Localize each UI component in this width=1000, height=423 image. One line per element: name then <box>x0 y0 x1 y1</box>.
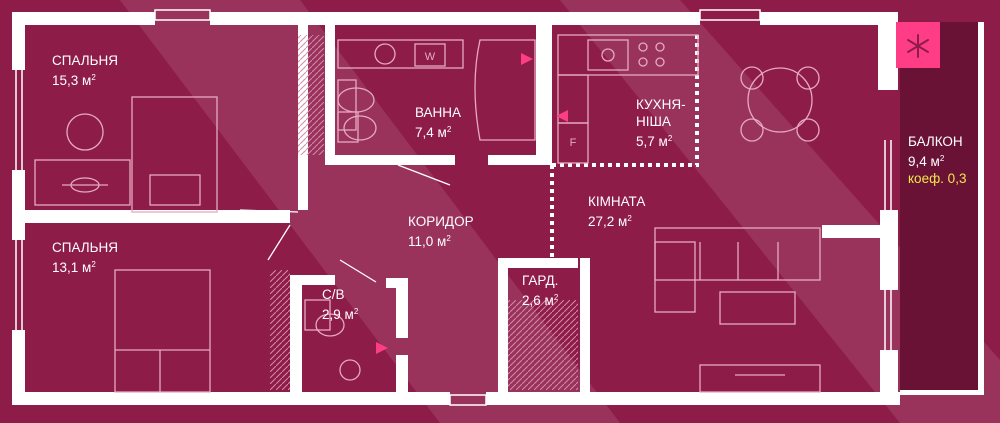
balcony-coefficient: коеф. 0,3 <box>908 171 967 186</box>
room-area: 9,4 м2 <box>908 154 945 169</box>
room-area: 27,2 м2 <box>588 214 632 229</box>
room-name: СПАЛЬНЯ <box>52 240 118 255</box>
room-area: 15,3 м2 <box>52 73 96 88</box>
room-label-balcony: БАЛКОН 9,4 м2 коеф. 0,3 <box>908 133 966 187</box>
room-name: БАЛКОН <box>908 134 963 149</box>
pink-markers <box>376 53 568 354</box>
room-label-bath: ВАННА 7,4 м2 <box>415 104 461 141</box>
room-area: 2,6 м2 <box>522 293 559 308</box>
room-label-bedroom-2: СПАЛЬНЯ 13,1 м2 <box>52 239 118 276</box>
room-label-wc: С/В 2,9 м2 <box>322 286 358 323</box>
room-label-corridor: КОРИДОР 11,0 м2 <box>408 213 474 250</box>
background-shading <box>120 0 1000 423</box>
room-label-kitchen: КУХНЯ- НІША 5,7 м2 <box>636 96 686 150</box>
room-name: КОРИДОР <box>408 214 474 229</box>
room-name: ГАРД. <box>522 273 559 288</box>
room-name: КІМНАТА <box>588 194 646 209</box>
room-area: 7,4 м2 <box>415 125 452 140</box>
dashed-partitions <box>501 35 699 392</box>
door-swings <box>239 164 451 283</box>
fridge-label: F <box>570 137 577 149</box>
marker-kitchen <box>556 110 568 122</box>
asterisk-icon <box>896 22 940 68</box>
room-name: ВАННА <box>415 105 462 120</box>
room-label-bedroom-1: СПАЛЬНЯ 15,3 м2 <box>52 52 118 89</box>
room-label-wardrobe: ГАРД. 2,6 м2 <box>522 272 558 309</box>
marker-wc <box>376 342 388 354</box>
room-area: 5,7 м2 <box>636 134 673 149</box>
room-name: СПАЛЬНЯ <box>52 53 118 68</box>
room-label-room: КІМНАТА 27,2 м2 <box>588 193 645 230</box>
furniture <box>34 34 821 393</box>
room-area: 2,9 м2 <box>322 307 359 322</box>
marker-bath <box>521 53 533 65</box>
balcony-area <box>900 22 984 395</box>
washer-label: W <box>425 51 436 63</box>
room-name-line-1: КУХНЯ- <box>636 97 686 112</box>
room-name: С/В <box>322 287 345 302</box>
room-name-line-2: НІША <box>636 114 671 129</box>
room-area: 13,1 м2 <box>52 260 96 275</box>
room-area: 11,0 м2 <box>408 234 451 249</box>
